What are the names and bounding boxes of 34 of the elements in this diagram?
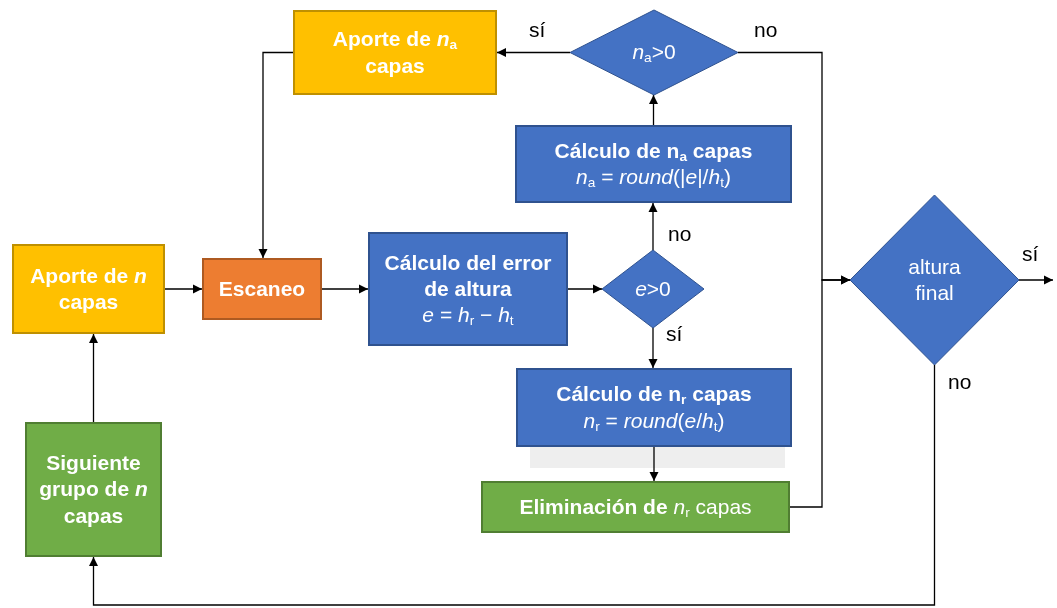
arrow: [88, 364, 936, 606]
arrow: [258, 51, 294, 259]
process-box: [481, 481, 790, 533]
node-text: n$_{a}$>0: [632, 39, 676, 66]
arrow: [649, 446, 659, 482]
arrow: [789, 275, 851, 508]
process-box: [12, 244, 165, 334]
formula-text: n$_{r}$ = round(e/h$_{t}$): [583, 407, 725, 434]
process-box: [293, 10, 497, 95]
arrow: [648, 94, 659, 126]
arrow: [1018, 275, 1054, 285]
node-text: e>0: [635, 275, 671, 302]
node-text: Siguiente grupo de n capas: [38, 450, 149, 529]
node-text: altura final: [907, 253, 962, 306]
arrow: [648, 202, 658, 251]
process-box: [368, 232, 568, 346]
arrow: [496, 47, 571, 58]
node-text: Escaneo: [218, 275, 306, 302]
arrow: [88, 333, 99, 423]
arrow: [567, 284, 603, 294]
arrow: [648, 327, 658, 369]
formula-text: e = h$_{r}$ − h$_{t}$: [422, 302, 514, 329]
arrow: [164, 284, 203, 294]
node-text: Aporte de n capas: [29, 262, 148, 315]
process-box: [202, 258, 322, 320]
process-box: [25, 422, 162, 557]
process-box: [515, 125, 792, 203]
formula-text: n$_{a}$ = round(|e|/h$_{t}$): [576, 164, 731, 191]
node-text: Cálculo de n$_{a}$ capas: [554, 137, 753, 164]
arrow: [321, 284, 369, 294]
node-text: Cálculo de n$_{r}$ capas: [556, 381, 752, 408]
node-text: Aporte de n$_{a}$ capas: [331, 26, 459, 79]
node-text: Eliminación de n$_{r}$ capas: [519, 493, 752, 521]
process-box: [516, 368, 792, 447]
